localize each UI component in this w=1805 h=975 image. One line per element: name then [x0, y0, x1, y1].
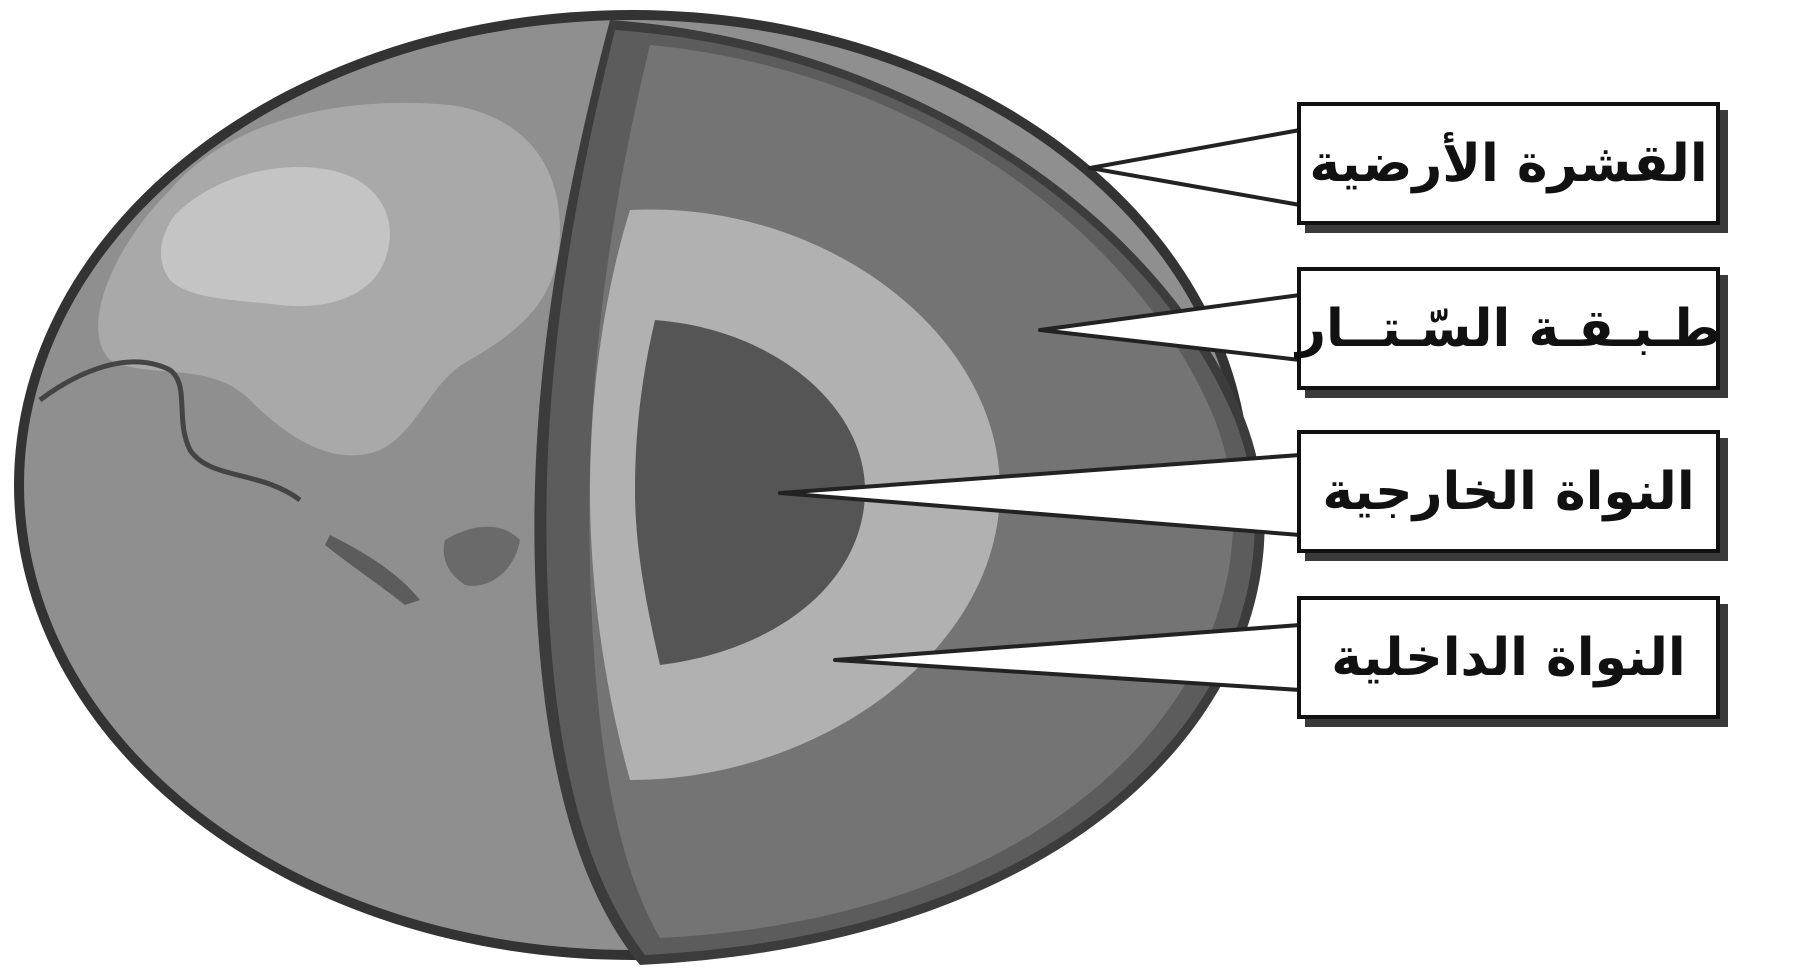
label-box-mantle: طـبـقـة السّـتــار: [1296, 267, 1721, 390]
label-mantle: طـبـقـة السّـتــار: [1296, 298, 1721, 359]
label-crust: القشرة الأرضية: [1309, 133, 1708, 194]
label-box-crust: القشرة الأرضية: [1297, 102, 1720, 225]
land-mass-highlight: [160, 167, 390, 307]
inner-core-layer: [635, 320, 865, 665]
label-box-outer-core: النواة الخارجية: [1297, 430, 1720, 553]
island-shape: [325, 535, 420, 605]
label-inner-core: النواة الداخلية: [1331, 627, 1686, 688]
pointer-crust: [1088, 128, 1302, 207]
land-mass-coast: [38, 359, 302, 503]
label-outer-core: النواة الخارجية: [1322, 461, 1695, 522]
island-shape-2: [443, 526, 520, 586]
label-box-inner-core: النواة الداخلية: [1297, 596, 1720, 719]
